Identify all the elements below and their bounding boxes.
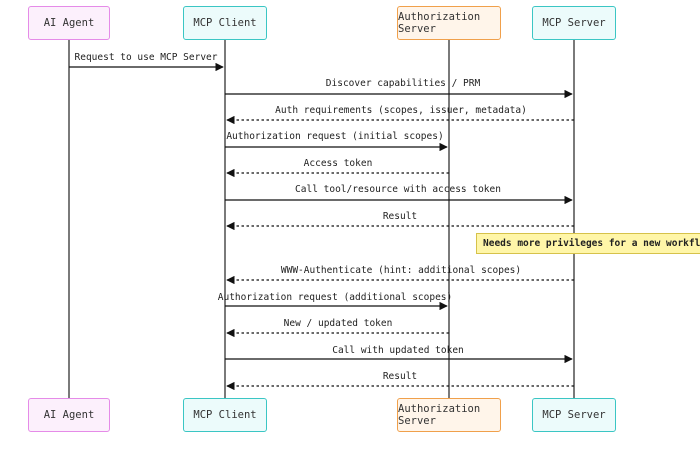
note-privileges: Needs more privileges for a new workflow xyxy=(476,233,700,254)
actor-bottom-mcp-client: MCP Client xyxy=(183,398,267,432)
message-label-6: Call tool/resource with access token xyxy=(295,184,501,195)
actor-bottom-mcp-server: MCP Server xyxy=(532,398,616,432)
message-label-12: Result xyxy=(382,371,418,382)
message-label-9: Authorization request (additional scopes… xyxy=(217,292,453,303)
message-label-2: Discover capabilities / PRM xyxy=(325,78,481,89)
actor-label: AI Agent xyxy=(43,409,95,421)
actor-label: Authorization Server xyxy=(398,11,481,35)
actor-bottom-ai-agent: AI Agent xyxy=(28,398,110,432)
message-label-7: Result xyxy=(382,211,418,222)
actor-label: MCP Client xyxy=(193,17,257,29)
message-label-11: Call with updated token xyxy=(332,345,464,356)
actor-label: Authorization Server xyxy=(398,403,481,427)
message-label-5: Access token xyxy=(303,158,373,169)
message-label-4: Authorization request (initial scopes) xyxy=(226,131,444,142)
actor-label: MCP Client xyxy=(193,409,257,421)
actor-label: AI Agent xyxy=(43,17,95,29)
message-label-1: Request to use MCP Server xyxy=(74,52,218,63)
actor-top-ai-agent: AI Agent xyxy=(28,6,110,40)
message-label-3: Auth requirements (scopes, issuer, metad… xyxy=(275,105,527,116)
actor-top-authorization-server: Authorization Server xyxy=(397,6,501,40)
actor-bottom-authorization-server: Authorization Server xyxy=(397,398,501,432)
message-label-8: WWW-Authenticate (hint: additional scope… xyxy=(280,265,522,276)
actor-top-mcp-server: MCP Server xyxy=(532,6,616,40)
actor-label: MCP Server xyxy=(542,17,606,29)
message-label-10: New / updated token xyxy=(283,318,393,329)
actor-top-mcp-client: MCP Client xyxy=(183,6,267,40)
actor-label: MCP Server xyxy=(542,409,606,421)
